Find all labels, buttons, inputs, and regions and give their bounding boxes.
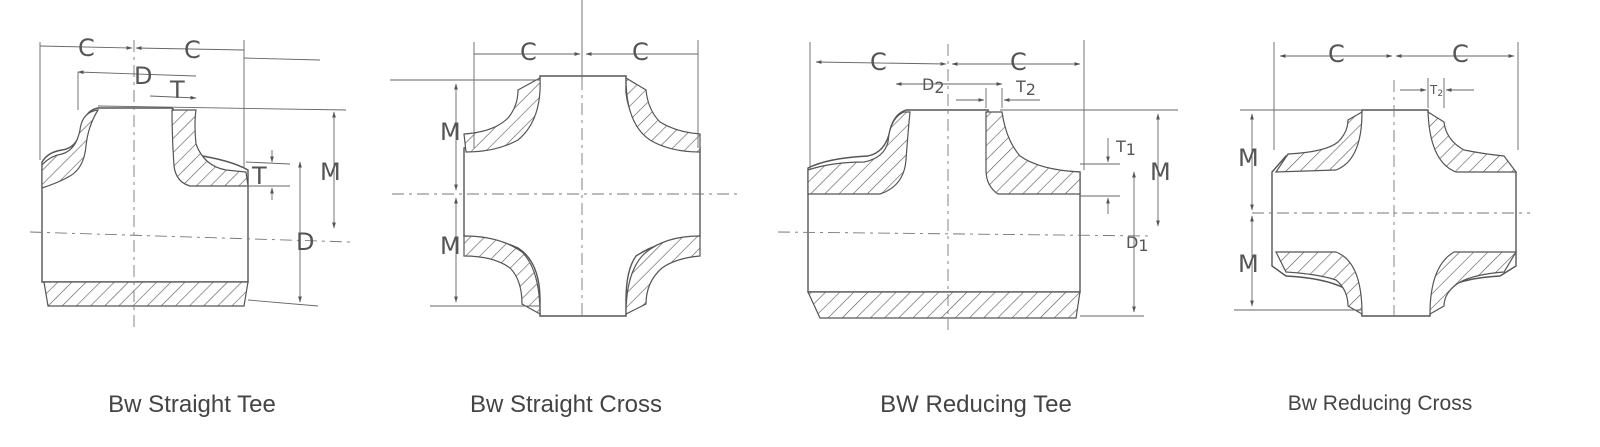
rcross-wall-top-right: [1427, 110, 1518, 173]
caption-reducing-cross: Bw Reducing Cross: [1288, 392, 1472, 415]
dim-label-d-top: D: [134, 62, 152, 90]
dim-label-m: M: [1150, 158, 1171, 186]
dim-label-m-top: M: [1238, 144, 1259, 172]
dim-label-m-top: M: [440, 118, 461, 146]
dim-label-m-bottom: M: [440, 232, 461, 260]
dim-label-t-side: T: [251, 162, 267, 190]
dim-label-c-right: C: [1010, 48, 1027, 76]
figure-reducing-tee: C C D2 T2 T1 M D1 BW Reducing Tee: [777, 40, 1178, 418]
dim-label-t-top: T: [169, 76, 185, 104]
tee-wall-bottom: [43, 281, 249, 307]
figure-reducing-cross: C C T2 M M Bw Reducing Cross: [1234, 40, 1530, 415]
dim-label-t2: T2: [1015, 77, 1036, 99]
dim-label-c-right: C: [184, 36, 201, 64]
rtee-wall-bottom: [807, 291, 1081, 319]
dim-label-d1: D1: [1126, 233, 1149, 255]
dim-label-c-right: C: [632, 38, 649, 66]
dim-label-t1: T1: [1115, 137, 1136, 159]
dim-label-c-left: C: [78, 34, 95, 62]
tee-wall-right: [171, 109, 249, 187]
rtee-wall-right: [985, 111, 1081, 195]
tee-outline: [41, 107, 249, 307]
cross-dimensions: C C M M: [390, 0, 740, 320]
cross-wall-bottom-left: [463, 235, 541, 316]
figure-straight-tee: C C D T T M D Bw Straight Tee: [29, 34, 351, 418]
caption-straight-tee: Bw Straight Tee: [108, 391, 276, 418]
cross-wall-top-right: [625, 76, 701, 153]
rcross-wall-top-left: [1274, 110, 1363, 173]
figure-straight-cross: C C M M Bw Straight Cross: [390, 0, 740, 418]
caption-straight-cross: Bw Straight Cross: [470, 391, 662, 418]
rtee-wall-left: [807, 111, 911, 195]
dim-label-c-right: C: [1452, 40, 1469, 68]
dim-label-c-left: C: [1328, 40, 1345, 68]
dim-label-d2: D2: [922, 75, 945, 97]
dim-label-d-side: D: [296, 228, 314, 256]
tee-wall-left: [41, 109, 100, 189]
dim-label-m-bottom: M: [1238, 250, 1259, 278]
dim-label-m: M: [320, 158, 341, 186]
dim-label-c-left: C: [520, 38, 537, 66]
rcross-wall-bottom-left: [1275, 251, 1363, 316]
caption-reducing-tee: BW Reducing Tee: [880, 391, 1072, 418]
cross-wall-bottom-right: [625, 235, 701, 315]
cross-wall-top-left: [463, 77, 541, 153]
rtee-dimensions: C C D2 T2 T1 M D1: [777, 40, 1178, 330]
rtee-outline: [807, 109, 1081, 319]
tee-dimensions: C C D T T M D: [29, 34, 351, 332]
dim-label-t2: T2: [1429, 83, 1443, 99]
dim-label-c-left: C: [870, 48, 887, 76]
rcross-dimensions: C C T2 M M: [1234, 40, 1530, 320]
rcross-wall-bottom-right: [1429, 251, 1518, 316]
